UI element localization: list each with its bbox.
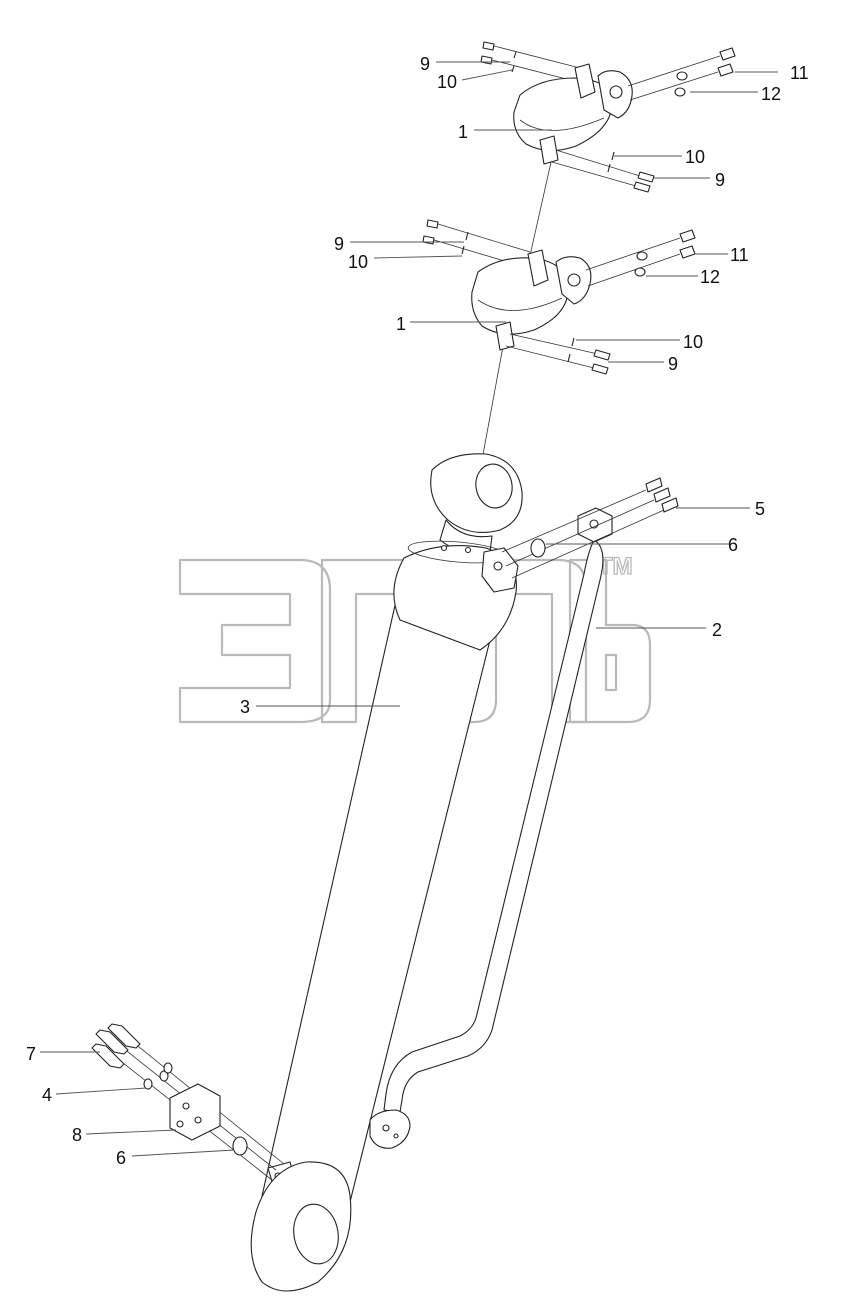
bolt-5-set xyxy=(501,477,679,579)
callout-11: 11 xyxy=(730,245,749,265)
callout-6: 6 xyxy=(116,1148,126,1168)
callout-9: 9 xyxy=(334,234,344,254)
bolt-9-lower-left xyxy=(422,219,531,269)
callout-3: 3 xyxy=(240,697,250,717)
bolt-9-upper-right xyxy=(551,149,655,193)
washer-10-upper-right xyxy=(607,151,615,173)
clamp-lower xyxy=(422,219,696,375)
callout-10: 10 xyxy=(437,72,457,92)
o-ring-6-lower xyxy=(232,1136,248,1156)
washer-10-lower-left xyxy=(461,231,469,255)
flange-upper xyxy=(501,477,679,579)
washer-12-upper xyxy=(674,71,688,97)
callout-11: 11 xyxy=(790,63,809,83)
callout-10: 10 xyxy=(685,147,705,167)
callout-2: 2 xyxy=(712,620,722,640)
callout-12: 12 xyxy=(700,267,720,287)
clamp-upper xyxy=(480,41,736,193)
callout-6: 6 xyxy=(728,535,738,555)
callout-9: 9 xyxy=(668,354,678,374)
callout-labels: 9 10 1 11 12 10 9 9 10 1 11 12 10 9 5 6 … xyxy=(26,54,809,1168)
callout-10: 10 xyxy=(348,252,368,272)
bolt-9-lower-right xyxy=(505,333,611,375)
washer-10-lower-right xyxy=(567,337,575,363)
hydraulic-pipe xyxy=(369,539,604,1149)
bolt-11-upper xyxy=(627,47,736,101)
bolt-11-lower xyxy=(585,229,696,287)
flange-block-8 xyxy=(169,1083,221,1141)
callout-1: 1 xyxy=(396,314,406,334)
o-ring-6-upper xyxy=(530,538,546,558)
washer-10-upper-left xyxy=(511,51,517,73)
callout-8: 8 xyxy=(72,1125,82,1145)
callout-9: 9 xyxy=(420,54,430,74)
washer-12-lower xyxy=(634,251,648,277)
callout-5: 5 xyxy=(755,499,765,519)
callout-4: 4 xyxy=(42,1085,52,1105)
cylinder-barrel xyxy=(250,453,523,1292)
callout-12: 12 xyxy=(761,84,781,104)
leader-lines xyxy=(40,61,778,1157)
callout-10: 10 xyxy=(683,332,703,352)
callout-7: 7 xyxy=(26,1044,36,1064)
callout-1: 1 xyxy=(458,122,468,142)
callout-9: 9 xyxy=(715,170,725,190)
flange-lower xyxy=(91,1023,285,1181)
washer-4-set xyxy=(143,1062,173,1090)
